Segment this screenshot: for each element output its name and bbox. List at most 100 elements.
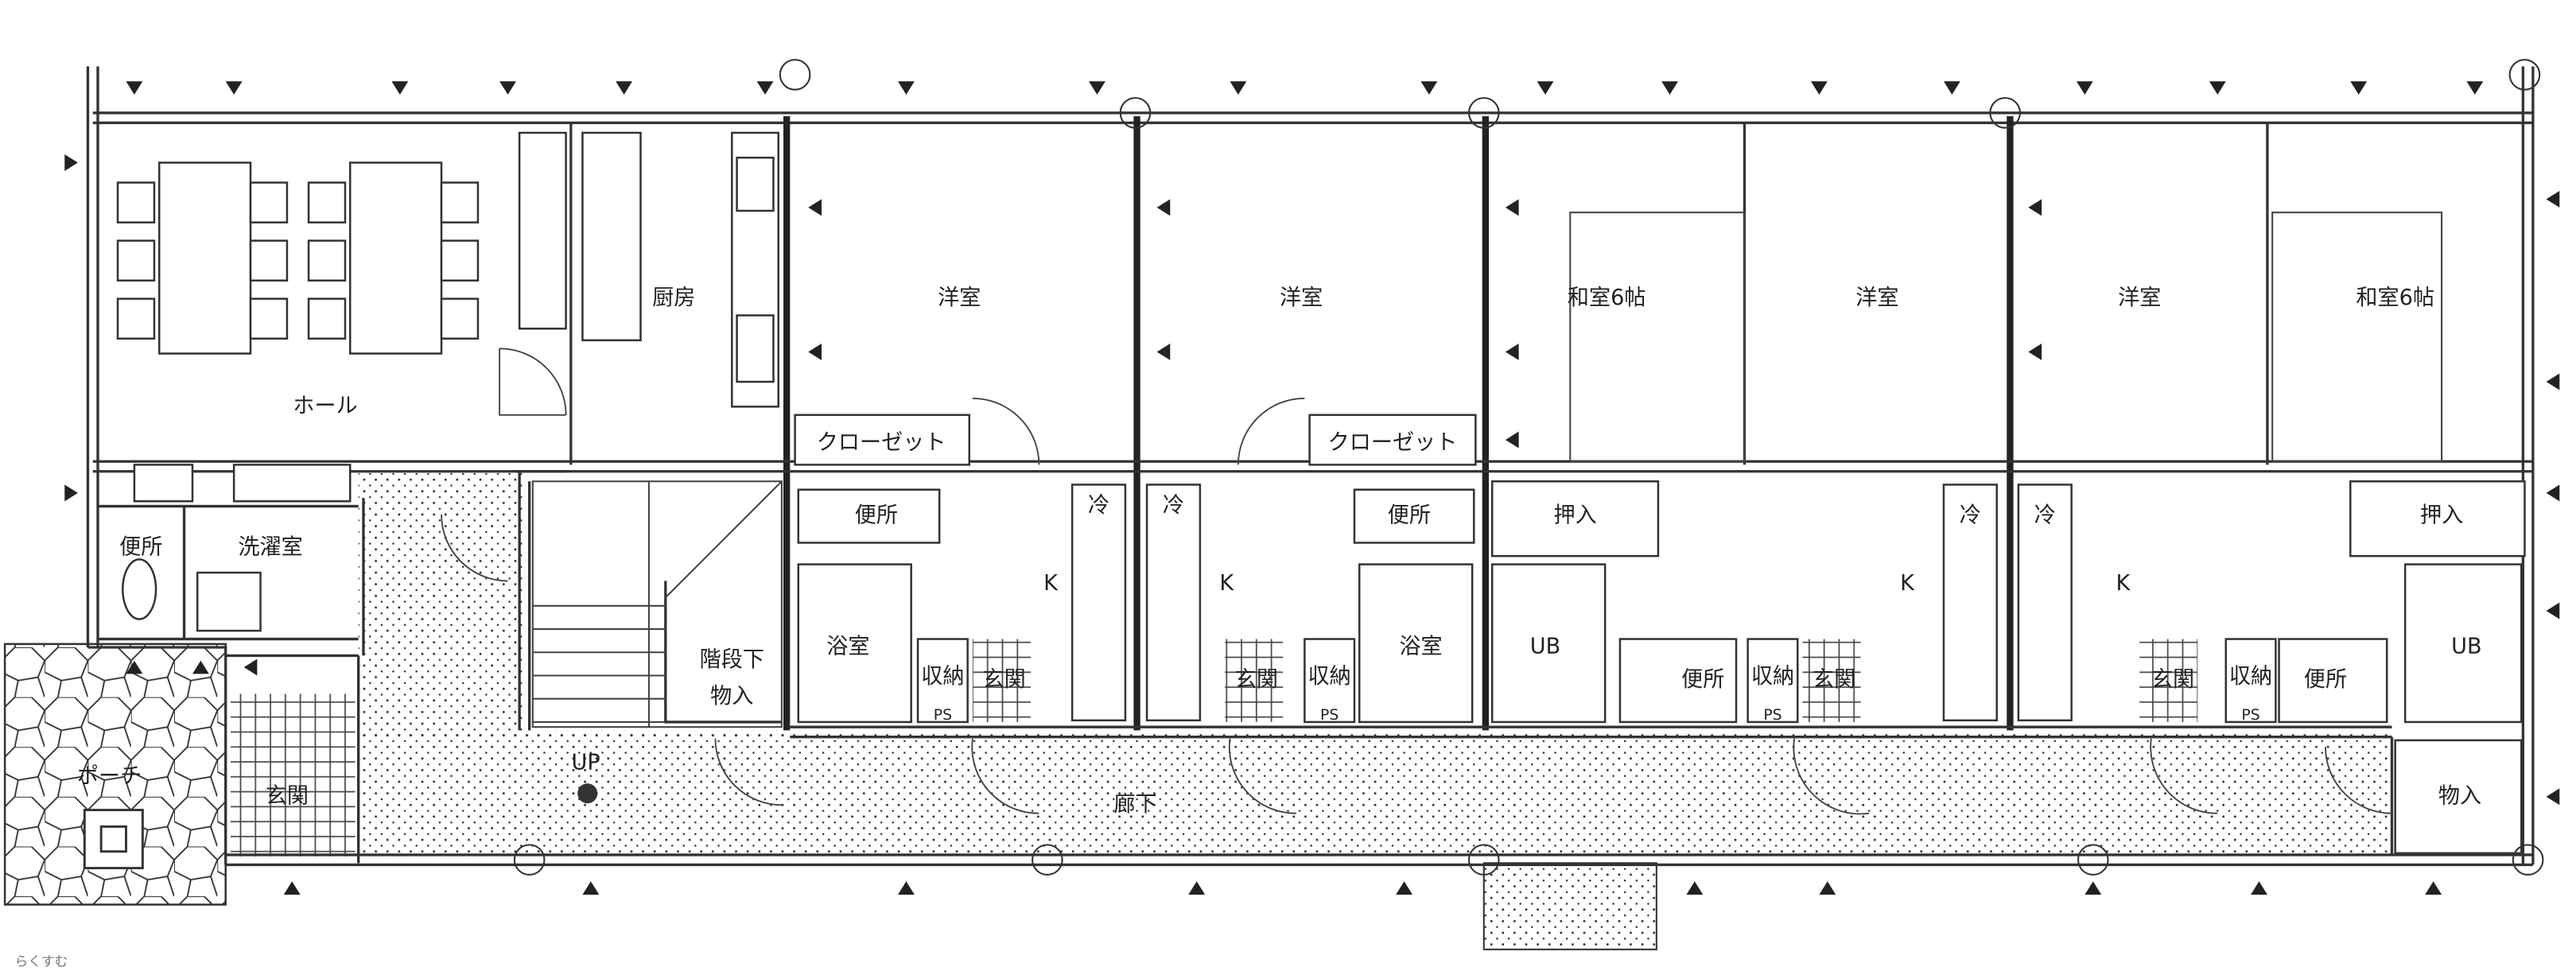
elevation-marker-icon: [1505, 344, 1519, 360]
label-storage-end: 物入: [2438, 783, 2481, 808]
hall-counter: [518, 131, 567, 330]
label-storage-1: 収納: [921, 664, 964, 689]
elevation-marker-icon: [1156, 199, 1171, 216]
column-circle-icon: [2512, 844, 2544, 876]
tatami-room-2: [2271, 212, 2443, 463]
label-japanese-2: 和室6帖: [2356, 285, 2434, 310]
unit-genkan-tiles: [972, 639, 2198, 722]
elevation-marker-icon: [2546, 788, 2560, 806]
stair-landing-floor: [524, 730, 791, 739]
elevation-marker-icon: [2466, 81, 2484, 95]
elevation-marker-icon: [2546, 484, 2560, 502]
kitchen-sink: [736, 314, 775, 383]
chair-icon: [440, 239, 480, 282]
label-japanese-1: 和室6帖: [1568, 285, 1646, 310]
chair-icon: [440, 297, 480, 340]
label-toilet-4: 便所: [2304, 667, 2347, 692]
kitchen-shelf: [581, 131, 642, 342]
label-fridge-4: 冷: [2034, 503, 2056, 528]
elevation-marker-icon: [808, 344, 822, 360]
column-circle-icon: [779, 59, 811, 91]
hall-storage-2: [232, 464, 352, 503]
label-ub-2: UB: [2451, 635, 2481, 659]
dining-tables: [157, 161, 443, 355]
elevation-marker-icon: [1188, 881, 1206, 895]
label-kitchen: 厨房: [652, 285, 695, 310]
label-ub-1: UB: [1530, 635, 1560, 659]
elevation-marker-icon: [499, 81, 516, 95]
column-circle-icon: [1467, 97, 1500, 129]
label-ps-1: PS: [934, 707, 952, 724]
label-laundry: 洗濯室: [238, 534, 302, 559]
label-k-1: K: [1043, 571, 1059, 596]
hall-toilet-bowl: [122, 558, 157, 620]
elevation-marker-icon: [1420, 81, 1438, 95]
hall-floor-dots: [358, 472, 525, 739]
elevation-marker-icon: [1089, 81, 1105, 95]
label-storage-2: 収納: [1308, 664, 1351, 689]
elevation-marker-icon: [1505, 199, 1519, 216]
main-entry-tiles: [230, 693, 356, 856]
elevation-marker-icon: [808, 199, 822, 216]
elevation-marker-icon: [1943, 81, 1960, 95]
label-closet-1: クローゼット: [817, 430, 946, 455]
logo-text: らくすむ: [15, 954, 68, 969]
corridor-floor: [358, 733, 2392, 856]
elevation-marker-icon: [756, 81, 774, 95]
label-toilet-1: 便所: [855, 503, 898, 528]
label-genkan-4: 玄関: [2151, 667, 2194, 692]
label-porch: ポーチ: [77, 763, 142, 788]
elevation-marker-icon: [2028, 344, 2042, 360]
label-toilet-hall: 便所: [119, 534, 162, 559]
elevation-marker-icon: [898, 81, 915, 95]
label-bath-2: 浴室: [1399, 635, 1442, 659]
label-closet-2: クローゼット: [1328, 430, 1458, 455]
label-hall: ホール: [293, 394, 357, 418]
label-k-4: K: [2116, 571, 2131, 596]
elevation-marker-icon: [283, 881, 301, 895]
elevation-marker-icon: [1505, 431, 1519, 449]
label-western-1: 洋室: [938, 285, 981, 310]
chair-icon: [249, 297, 289, 340]
unit-fixtures: [794, 414, 2526, 855]
label-up: UP: [572, 751, 600, 775]
chair-icon: [307, 181, 347, 223]
door-swings: [441, 348, 2392, 815]
elevation-marker-icon: [1661, 81, 1678, 95]
elevation-marker-icon: [2546, 373, 2560, 390]
label-western-3: 洋室: [1855, 285, 1898, 310]
label-storage-4: 収納: [2229, 664, 2272, 689]
room-labels: ホール 厨房 洋室 洋室 和室6帖 洋室 洋室 和室6帖 クローゼット クローゼ…: [77, 285, 2482, 817]
label-ps-2: PS: [1320, 707, 1339, 724]
column-circle-icon: [2508, 59, 2541, 91]
label-k-3: K: [1900, 571, 1915, 596]
elevation-marker-icon: [2076, 81, 2093, 95]
label-ps-3: PS: [1763, 707, 1781, 724]
hall-storage-1: [133, 464, 194, 503]
chair-icon: [116, 239, 156, 282]
washing-machine: [196, 571, 262, 632]
elevation-marker-icon: [1396, 881, 1413, 895]
label-genkan-1: 玄関: [982, 667, 1025, 692]
label-fridge-2: 冷: [1163, 493, 1184, 518]
chair-icon: [249, 181, 289, 223]
elevation-marker-icon: [225, 81, 243, 95]
elevation-marker-icon: [1537, 81, 1554, 95]
elevation-marker-icon: [1819, 881, 1836, 895]
label-fridge-3: 冷: [1960, 503, 1981, 528]
label-ps-4: PS: [2241, 707, 2259, 724]
kitchen-stove: [736, 157, 775, 212]
column-circle-icon: [1989, 97, 2021, 129]
column-circle-icon: [1119, 97, 1152, 129]
elevation-marker-icon: [126, 81, 143, 95]
label-toilet-3: 便所: [1681, 667, 1724, 692]
label-western-4: 洋室: [2118, 285, 2161, 310]
label-genkan-2: 玄関: [1235, 667, 1278, 692]
elevation-marker-icon: [1810, 81, 1828, 95]
elevation-marker-icon: [1230, 81, 1247, 95]
label-genkan-3: 玄関: [1813, 667, 1855, 692]
elevation-markers: [64, 81, 2560, 895]
elevation-marker-icon: [2546, 191, 2560, 208]
elevation-marker-icon: [391, 81, 409, 95]
label-fridge-1: 冷: [1088, 493, 1109, 518]
